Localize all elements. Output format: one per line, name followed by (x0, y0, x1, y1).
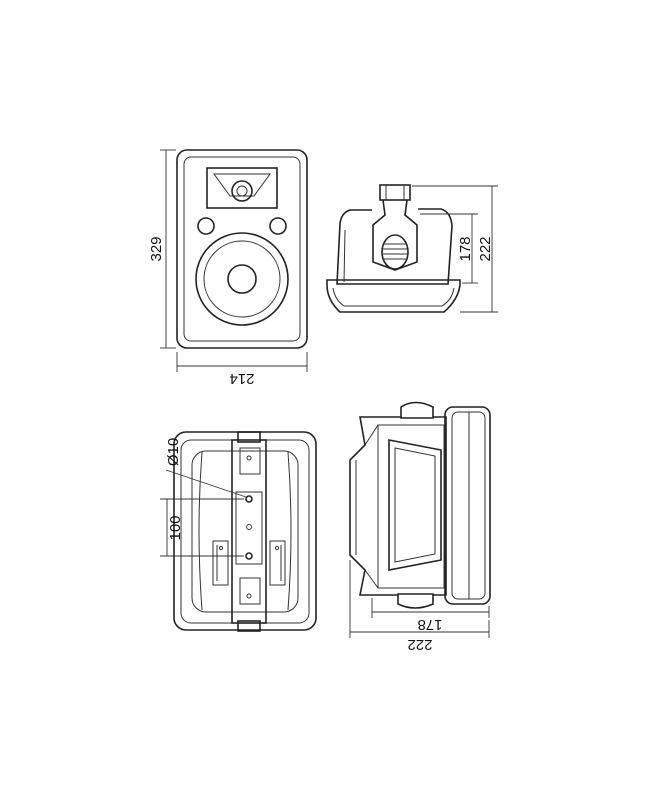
front-width-dimension: 214 (176, 352, 308, 387)
hole-bottom (245, 552, 253, 560)
front-height-dimension: 329 (148, 149, 176, 349)
left-port (197, 217, 215, 235)
mount-knob (381, 234, 409, 270)
bottom-front-baffle (444, 406, 491, 605)
bottom-view (349, 401, 491, 609)
hole-diameter-label: Ø10 (165, 438, 182, 466)
center-slot (235, 491, 263, 565)
plate-bottom-tab (237, 620, 261, 632)
left-clamp (212, 540, 229, 586)
side-depth-dimensions: 178 222 (412, 185, 498, 313)
side-cabinet-body (336, 208, 453, 285)
bottom-depth-dimensions: 178 222 (349, 560, 490, 653)
front-cabinet-inner (183, 156, 301, 342)
rear-view (173, 431, 317, 632)
rear-cabinet-outer (173, 431, 317, 631)
side-cabinet-front (326, 279, 461, 313)
lower-block (239, 577, 261, 605)
bottom-body-depth-label: 178 (417, 616, 442, 633)
rear-cabinet-inner (180, 439, 310, 624)
hole-spacing-label: 100 (167, 515, 184, 540)
hole-diameter-leader (165, 469, 247, 498)
bottom-cabinet-recess (388, 439, 442, 571)
top-mount-cap (400, 401, 434, 419)
right-clamp (269, 540, 286, 586)
horn-flare (213, 173, 271, 197)
bottom-total-depth-label: 222 (407, 636, 432, 653)
rear-recess (191, 450, 299, 613)
woofer-dustcap (227, 264, 257, 294)
hole-top (245, 495, 253, 503)
upper-block (239, 447, 261, 475)
mount-bracket-top (379, 184, 411, 201)
tweeter-ring (231, 180, 253, 202)
side-total-depth-label: 222 (477, 236, 494, 261)
mount-arm (372, 199, 418, 271)
bottom-mount-cap (397, 593, 434, 609)
plate-top-tab (237, 431, 261, 443)
hole-middle (246, 524, 252, 530)
front-width-label: 214 (229, 370, 254, 387)
side-body-depth-label: 178 (457, 236, 474, 261)
front-cabinet-outer (176, 149, 308, 349)
woofer-surround (195, 232, 289, 326)
mounting-plate (231, 439, 267, 624)
woofer-cone (203, 240, 281, 318)
front-view (176, 149, 308, 349)
tweeter-dome (236, 185, 248, 197)
rear-hole-dimensions: Ø10 100 (160, 438, 247, 557)
front-height-label: 329 (148, 236, 165, 261)
right-port (269, 217, 287, 235)
tweeter-horn (206, 167, 278, 209)
side-view (326, 184, 461, 313)
